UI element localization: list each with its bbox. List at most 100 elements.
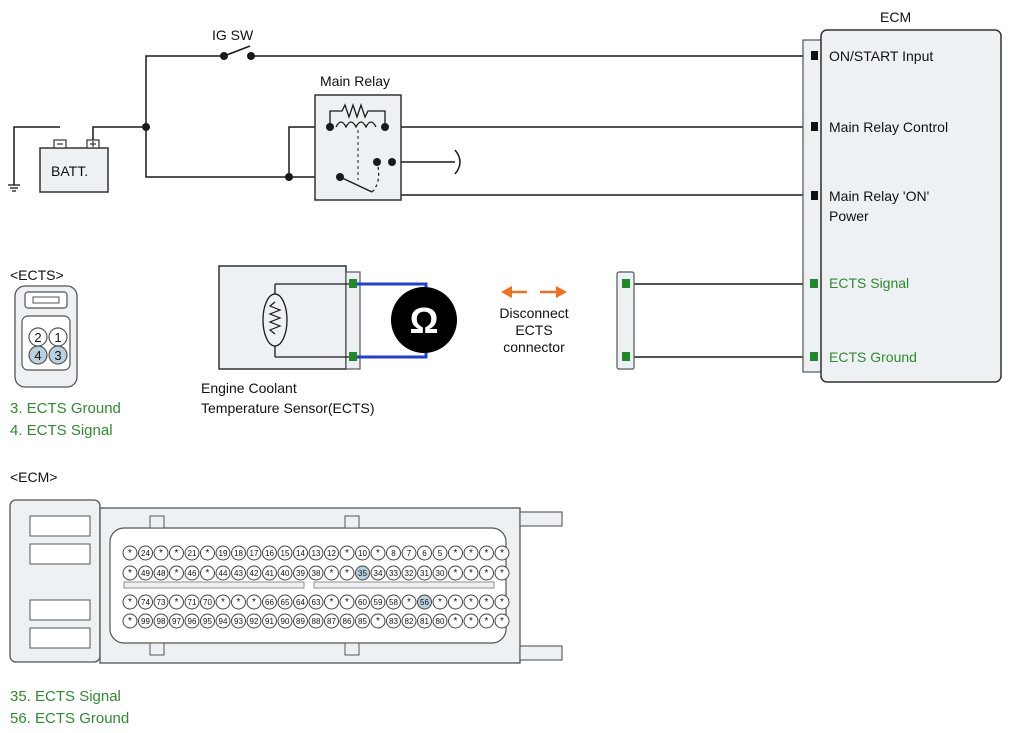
ecm-pin bbox=[479, 545, 494, 561]
ecm-pin-label: * bbox=[221, 597, 225, 608]
ecm-pin-label: * bbox=[469, 568, 473, 579]
ecm-pin-label: 21 bbox=[188, 549, 197, 558]
ecm-pin-label: 5 bbox=[438, 549, 443, 558]
ecm-pin-label: 60 bbox=[358, 598, 367, 607]
ecm-pin-label: 80 bbox=[436, 617, 445, 626]
ecm-block: ECM ON/START Input Main Relay Control Ma… bbox=[802, 9, 1002, 383]
ecm-pin-label: 97 bbox=[172, 617, 181, 626]
ig-sw-label: IG SW bbox=[212, 27, 254, 43]
junction-dots bbox=[142, 52, 293, 181]
ecm-pin-label: * bbox=[376, 616, 380, 627]
ecm-pin-label: * bbox=[469, 548, 473, 559]
ecm-pin bbox=[293, 565, 308, 581]
ecm-pin-label: 8 bbox=[391, 549, 396, 558]
ecm-pin-label: 32 bbox=[405, 569, 414, 578]
ecm-pin bbox=[246, 565, 262, 581]
disconnect-note: Disconnect ECTS connector bbox=[499, 286, 569, 355]
ecm-pin-label: 71 bbox=[188, 598, 197, 607]
ects-pin-4: 4 bbox=[34, 348, 41, 363]
ecm-pin bbox=[122, 565, 138, 581]
ecm-pin bbox=[184, 565, 200, 581]
ecm-pin-label: 90 bbox=[281, 617, 290, 626]
ecm-pin-label: * bbox=[252, 597, 256, 608]
ecm-pin-label: * bbox=[500, 597, 504, 608]
ecm-pin-label: * bbox=[330, 568, 334, 579]
disconnect-text-3: connector bbox=[503, 339, 565, 355]
ecm-pin bbox=[169, 565, 184, 581]
ecm-pin bbox=[448, 545, 463, 561]
ecm-pin bbox=[448, 594, 463, 610]
ecm-pin-label: 39 bbox=[296, 569, 305, 578]
ecm-pin-label: 40 bbox=[281, 569, 290, 578]
ecm-pin bbox=[479, 565, 494, 581]
ecm-pin bbox=[417, 613, 432, 629]
ecm-pin-label: 65 bbox=[281, 598, 290, 607]
ecm-pin bbox=[262, 613, 277, 629]
ecm-pin bbox=[231, 594, 246, 610]
ecm-pin-label: 24 bbox=[141, 549, 150, 558]
ecm-pin-label: * bbox=[376, 548, 380, 559]
ecm-pin bbox=[308, 545, 324, 561]
ecm-pin-label: 10 bbox=[358, 549, 367, 558]
ecm-pin bbox=[138, 594, 153, 610]
batt-label: BATT. bbox=[51, 163, 88, 179]
ecm-pin bbox=[386, 594, 401, 610]
ecm-pin-label: 15 bbox=[281, 549, 290, 558]
ecm-connector-title: <ECM> bbox=[10, 469, 57, 485]
ecm-pin bbox=[370, 545, 386, 561]
ects-connector-title: <ECTS> bbox=[10, 267, 64, 283]
ecm-pin bbox=[153, 613, 169, 629]
ecm-pin bbox=[432, 545, 448, 561]
ohmmeter: Ω bbox=[357, 282, 457, 359]
ecm-pin-label: 18 bbox=[234, 549, 243, 558]
ecm-pin bbox=[293, 545, 308, 561]
ecm-pin bbox=[200, 594, 215, 610]
ecm-input-power: Power bbox=[829, 208, 869, 224]
ecm-pin bbox=[463, 594, 479, 610]
ecm-pin-label: 94 bbox=[219, 617, 228, 626]
ecm-pin-label: 73 bbox=[157, 598, 166, 607]
ecm-pin bbox=[200, 613, 215, 629]
ecm-pin bbox=[169, 613, 184, 629]
ecm-input-main-relay-on: Main Relay 'ON' bbox=[829, 188, 929, 204]
ecm-pin-label: 16 bbox=[265, 549, 274, 558]
ecm-pin bbox=[463, 613, 479, 629]
ecm-pin bbox=[184, 613, 200, 629]
ecm-pin bbox=[215, 613, 231, 629]
ecm-pin bbox=[370, 613, 386, 629]
ecm-pin-label: * bbox=[485, 597, 489, 608]
ecm-pin-label: 41 bbox=[265, 569, 274, 578]
ecm-pin bbox=[169, 594, 184, 610]
ecm-pin-label: 44 bbox=[219, 569, 228, 578]
ects-pin-1: 1 bbox=[54, 330, 61, 345]
ecm-pin-label: 34 bbox=[374, 569, 383, 578]
ecm-pin bbox=[277, 545, 293, 561]
ecm-pin bbox=[122, 613, 138, 629]
disconnect-text-1: Disconnect bbox=[499, 305, 568, 321]
ecm-legend-signal: 35. ECTS Signal bbox=[10, 688, 121, 705]
ecm-pin-label: * bbox=[345, 568, 349, 579]
ecm-pin bbox=[200, 545, 215, 561]
ecm-pin-label: 99 bbox=[141, 617, 150, 626]
ecm-pin bbox=[231, 565, 246, 581]
ecm-pin-label: 95 bbox=[203, 617, 212, 626]
ecm-pin-label: 19 bbox=[219, 549, 228, 558]
ecm-pin-label: 6 bbox=[422, 549, 427, 558]
ecm-pin-label: * bbox=[454, 616, 458, 627]
ecm-pin bbox=[262, 545, 277, 561]
ecm-pin-label: 91 bbox=[265, 617, 274, 626]
ecm-pin bbox=[293, 613, 308, 629]
ecm-pin-label: 83 bbox=[389, 617, 398, 626]
ecm-input-main-relay-control: Main Relay Control bbox=[829, 119, 948, 135]
ecm-pin-label: * bbox=[128, 568, 132, 579]
ects-sensor: Engine Coolant Temperature Sensor(ECTS) bbox=[201, 265, 375, 416]
ects-pin-2: 2 bbox=[34, 330, 41, 345]
ecm-pin bbox=[494, 594, 510, 610]
sensor-name-line1: Engine Coolant bbox=[201, 380, 297, 396]
ecm-pin-label: 17 bbox=[250, 549, 259, 558]
ecm-input-ects-signal: ECTS Signal bbox=[829, 275, 909, 291]
ecm-pin-label: * bbox=[500, 568, 504, 579]
ecm-pin-label: 82 bbox=[405, 617, 414, 626]
ecm-pin-label: 46 bbox=[188, 569, 197, 578]
